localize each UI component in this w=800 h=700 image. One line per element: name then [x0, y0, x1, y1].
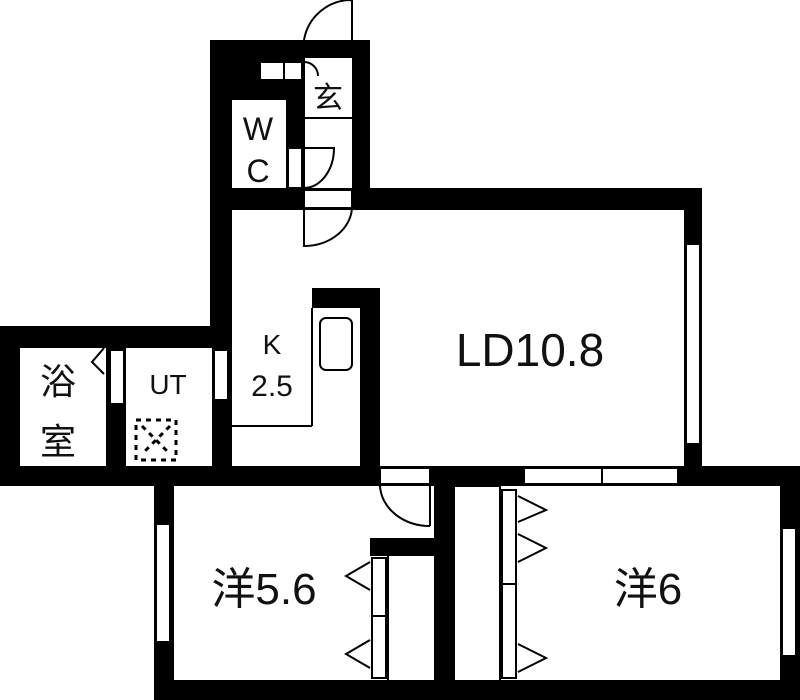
wall-bath-top: [0, 326, 232, 348]
wall-right-entrance: [352, 40, 370, 208]
closet1-arrow-lower: [344, 639, 371, 669]
label-bath-1: 浴: [40, 361, 76, 402]
closet1-door-a: [371, 557, 387, 617]
label-utility: UT: [149, 369, 186, 400]
windows: [109, 243, 797, 657]
corridor-door-swing: [303, 207, 353, 248]
label-wc-w: W: [243, 111, 274, 147]
kitchen-sink: [319, 317, 353, 371]
window-room1-left: [155, 523, 171, 643]
wall-bottom: [154, 680, 800, 700]
door-corridor-ld: [303, 189, 353, 209]
washing-machine-pan: [134, 418, 178, 462]
shoe-cabinet: [259, 61, 285, 81]
window-ld-right: [685, 243, 701, 445]
label-room2: 洋6: [614, 565, 682, 614]
window-room2-right: [781, 527, 797, 657]
wall-bath-left: [0, 326, 20, 486]
wall-top-entrance: [210, 40, 370, 58]
label-wc-c: C: [246, 153, 269, 189]
label-kitchen-size: 2.5: [251, 370, 293, 403]
sliding-door-room2-b: [601, 467, 679, 485]
room-labels: 玄 W C 浴 室 UT K 2.5 LD10.8 洋5.6 洋6: [40, 82, 682, 614]
door-room1-opening: [379, 467, 431, 485]
opening-ut-kitchen: [213, 349, 229, 401]
front-door-swing: [303, 0, 353, 41]
wall-room-divider: [434, 466, 454, 700]
wc-floor: [232, 100, 286, 188]
closet2-arrow-2: [517, 533, 549, 563]
kitchen-details: [232, 308, 360, 466]
label-ld: LD10.8: [456, 324, 604, 376]
closet2-arrow-1: [517, 495, 549, 523]
closet2-door-b: [501, 583, 517, 679]
wall-kitchen-right: [360, 288, 380, 478]
closet1-arrow-upper: [344, 561, 371, 591]
room1-details: [344, 484, 549, 680]
label-room1: 洋5.6: [211, 565, 316, 614]
room1-door-swing: [379, 485, 431, 528]
label-bath-2: 室: [40, 421, 76, 462]
label-genkan: 玄: [313, 82, 343, 115]
bath-door-indicator: [90, 347, 105, 375]
door-bath: [109, 349, 125, 405]
closet1-door-b: [371, 615, 387, 679]
closet2-door-a: [501, 489, 517, 585]
wall-closet1-top: [370, 538, 438, 556]
wall-left-upper: [210, 40, 232, 330]
closet2-arrow-3: [517, 643, 549, 673]
wall-ld-top: [352, 188, 702, 210]
utility-details: [90, 347, 178, 462]
entrance-details: [232, 0, 353, 248]
sliding-door-room2-a: [523, 467, 603, 485]
door-wc: [287, 147, 303, 189]
wc-door-swing: [303, 147, 336, 189]
label-kitchen: K: [263, 329, 282, 360]
